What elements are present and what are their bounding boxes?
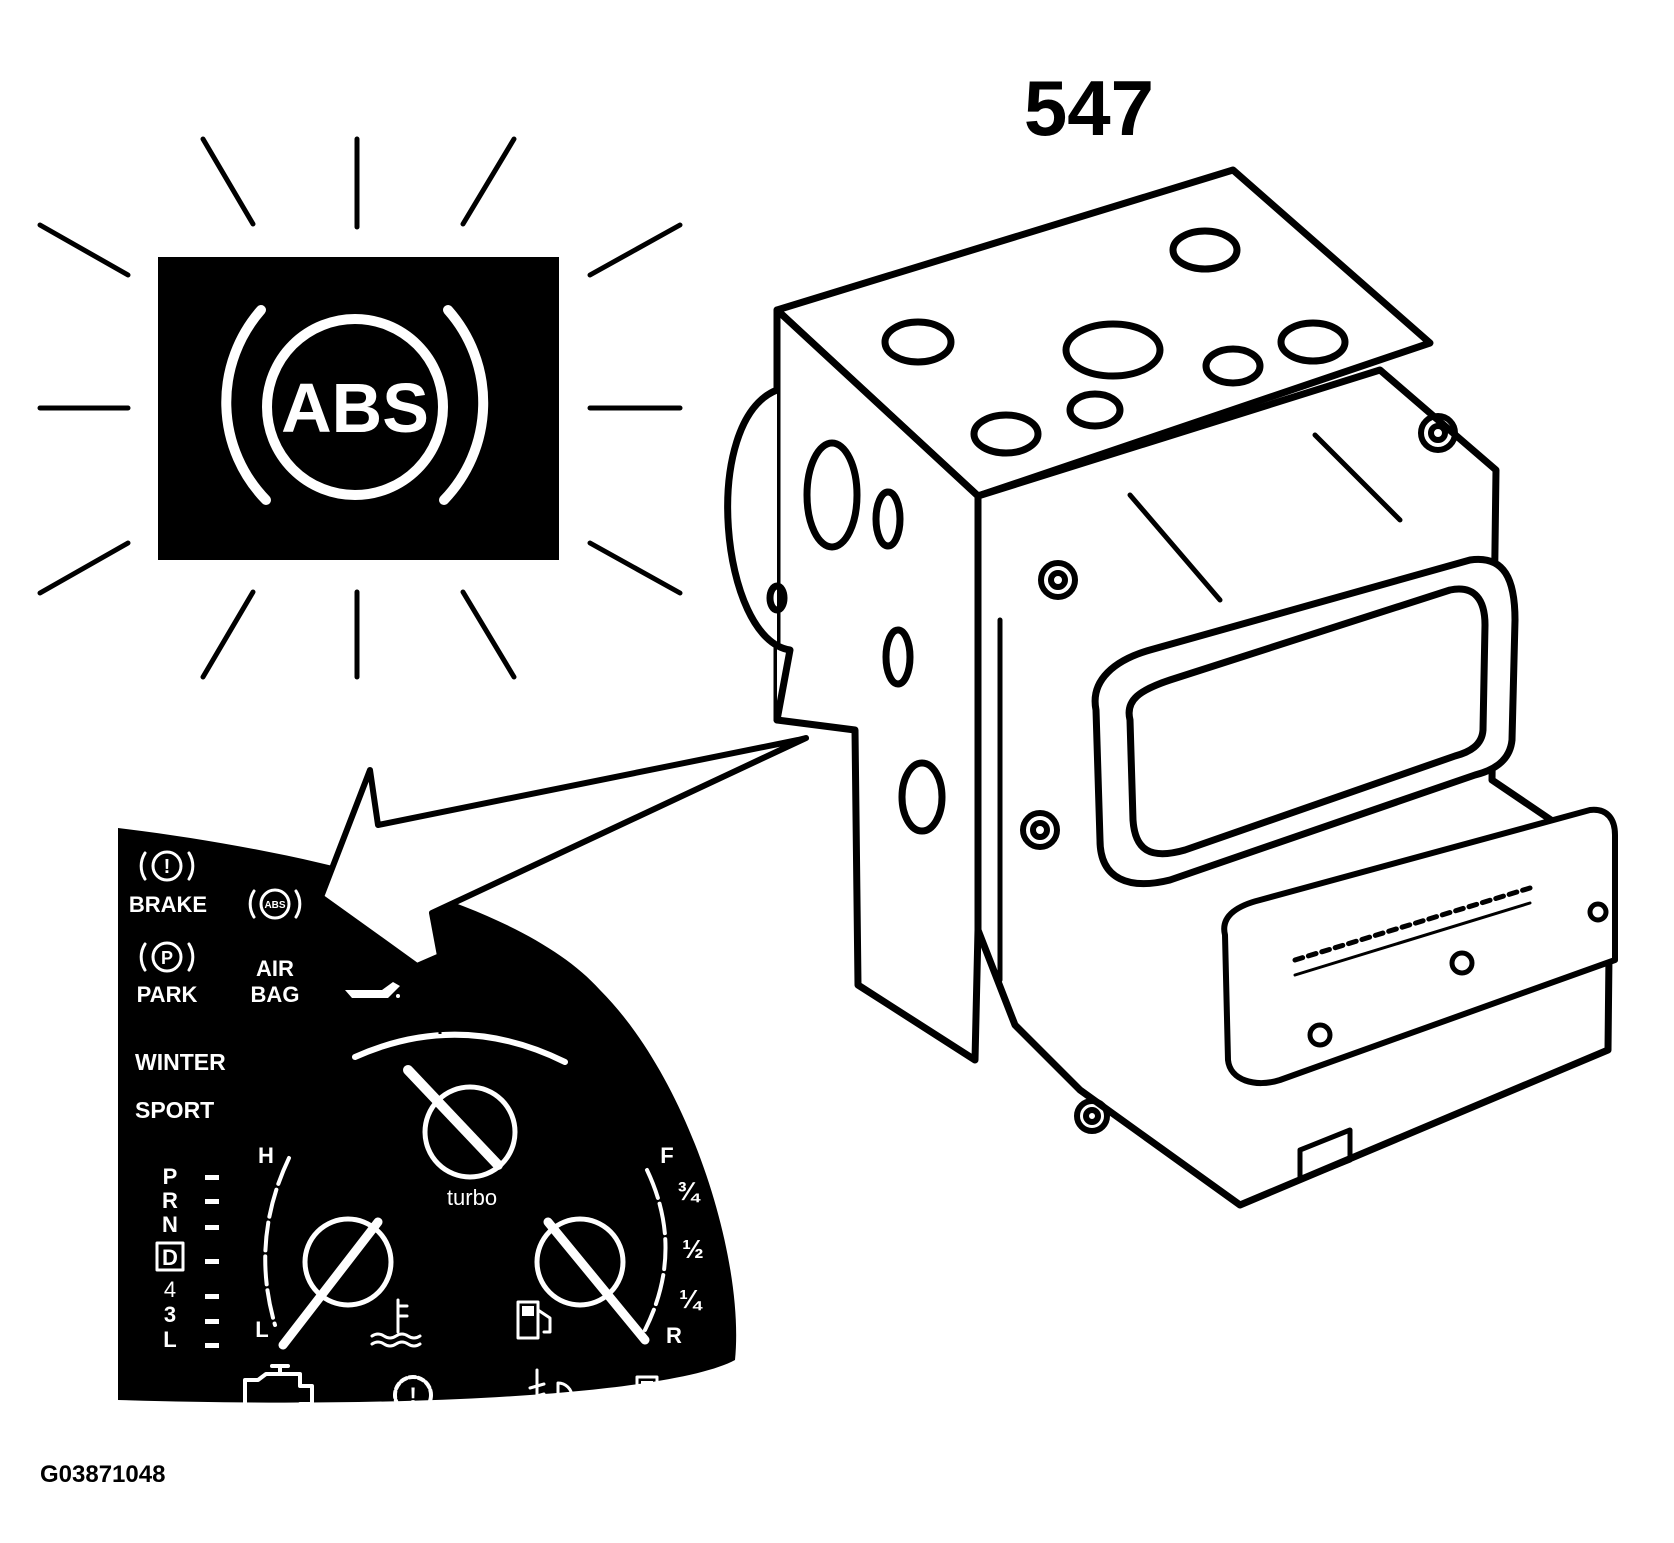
temp-gauge: H L	[255, 1143, 394, 1350]
sport-label: SPORT	[135, 1097, 214, 1123]
fuel-pump-icon	[516, 1300, 552, 1340]
turbo-gauge: turbo	[352, 1026, 568, 1210]
fuel-quarter-label: ¼	[679, 1284, 703, 1314]
motor-cover	[1091, 555, 1519, 888]
brake-line-ports	[881, 227, 1349, 457]
fuel-half-label: ½	[682, 1234, 704, 1264]
turbo-needle	[403, 1065, 503, 1170]
svg-text:!: !	[409, 1383, 416, 1408]
abs-left-arc	[221, 305, 271, 505]
fuel-three-quarter-label: ¾	[677, 1176, 701, 1206]
fuel-reserve-label: R	[666, 1323, 682, 1348]
mini-abs-label: ABS	[264, 900, 285, 911]
prndl-r: R	[162, 1188, 178, 1213]
check-engine-icon	[243, 1364, 314, 1417]
wiring-connector	[1221, 806, 1618, 1087]
headlamp-leveling-icon	[528, 1368, 574, 1428]
brake-system-icon: !	[393, 1375, 433, 1415]
temp-high-label: H	[258, 1143, 274, 1168]
park-label: PARK	[137, 982, 198, 1007]
abs-hydraulic-module	[724, 166, 1618, 1209]
oil-can-icon	[345, 982, 400, 998]
abs-right-arc	[439, 305, 489, 505]
prndl-n: N	[162, 1212, 178, 1237]
callout-arrow	[318, 735, 809, 969]
airbag-label-line2: BAG	[251, 982, 300, 1007]
glow-rays	[37, 136, 683, 680]
fuel-gauge: F ¾ ½ ¼ R	[534, 1143, 704, 1348]
fuel-needle	[543, 1217, 650, 1345]
abs-warning-lamp: ABS	[37, 136, 683, 680]
temp-needle	[278, 1217, 383, 1350]
prndl-4: 4	[164, 1277, 176, 1302]
svg-text:!: !	[164, 856, 171, 878]
turbo-label: turbo	[447, 1185, 497, 1210]
brake-label: BRAKE	[129, 892, 207, 917]
prndl-indicator: P R N D 4 3 L	[155, 1164, 219, 1352]
instrument-cluster: ! BRAKE P PARK ABS AIR BAG WINTER SPORT	[118, 828, 737, 1428]
brake-warning-icon: !	[139, 850, 195, 882]
part-number: 547	[1024, 64, 1154, 152]
abs-mini-icon: ABS	[248, 888, 302, 920]
figure-code: G03871048	[40, 1461, 165, 1488]
prndl-d: D	[162, 1245, 178, 1270]
winter-label: WINTER	[135, 1049, 226, 1075]
coolant-temp-icon	[370, 1298, 422, 1348]
mounting-bracket	[724, 386, 794, 724]
park-brake-icon: P	[139, 941, 195, 973]
abs-lamp-label: ABS	[281, 369, 429, 447]
abs-ring	[262, 314, 448, 500]
prndl-p: P	[163, 1164, 178, 1189]
selected-gear-box	[155, 1241, 185, 1272]
temp-low-label: L	[255, 1317, 268, 1342]
svg-text:P: P	[161, 948, 173, 968]
fuel-full-label: F	[660, 1143, 673, 1168]
mounting-bolts	[1020, 413, 1458, 1134]
prndl-3: 3	[164, 1302, 176, 1327]
low-fuel-icon	[635, 1375, 671, 1415]
airbag-label-line1: AIR	[256, 956, 294, 981]
prndl-l: L	[163, 1327, 176, 1352]
